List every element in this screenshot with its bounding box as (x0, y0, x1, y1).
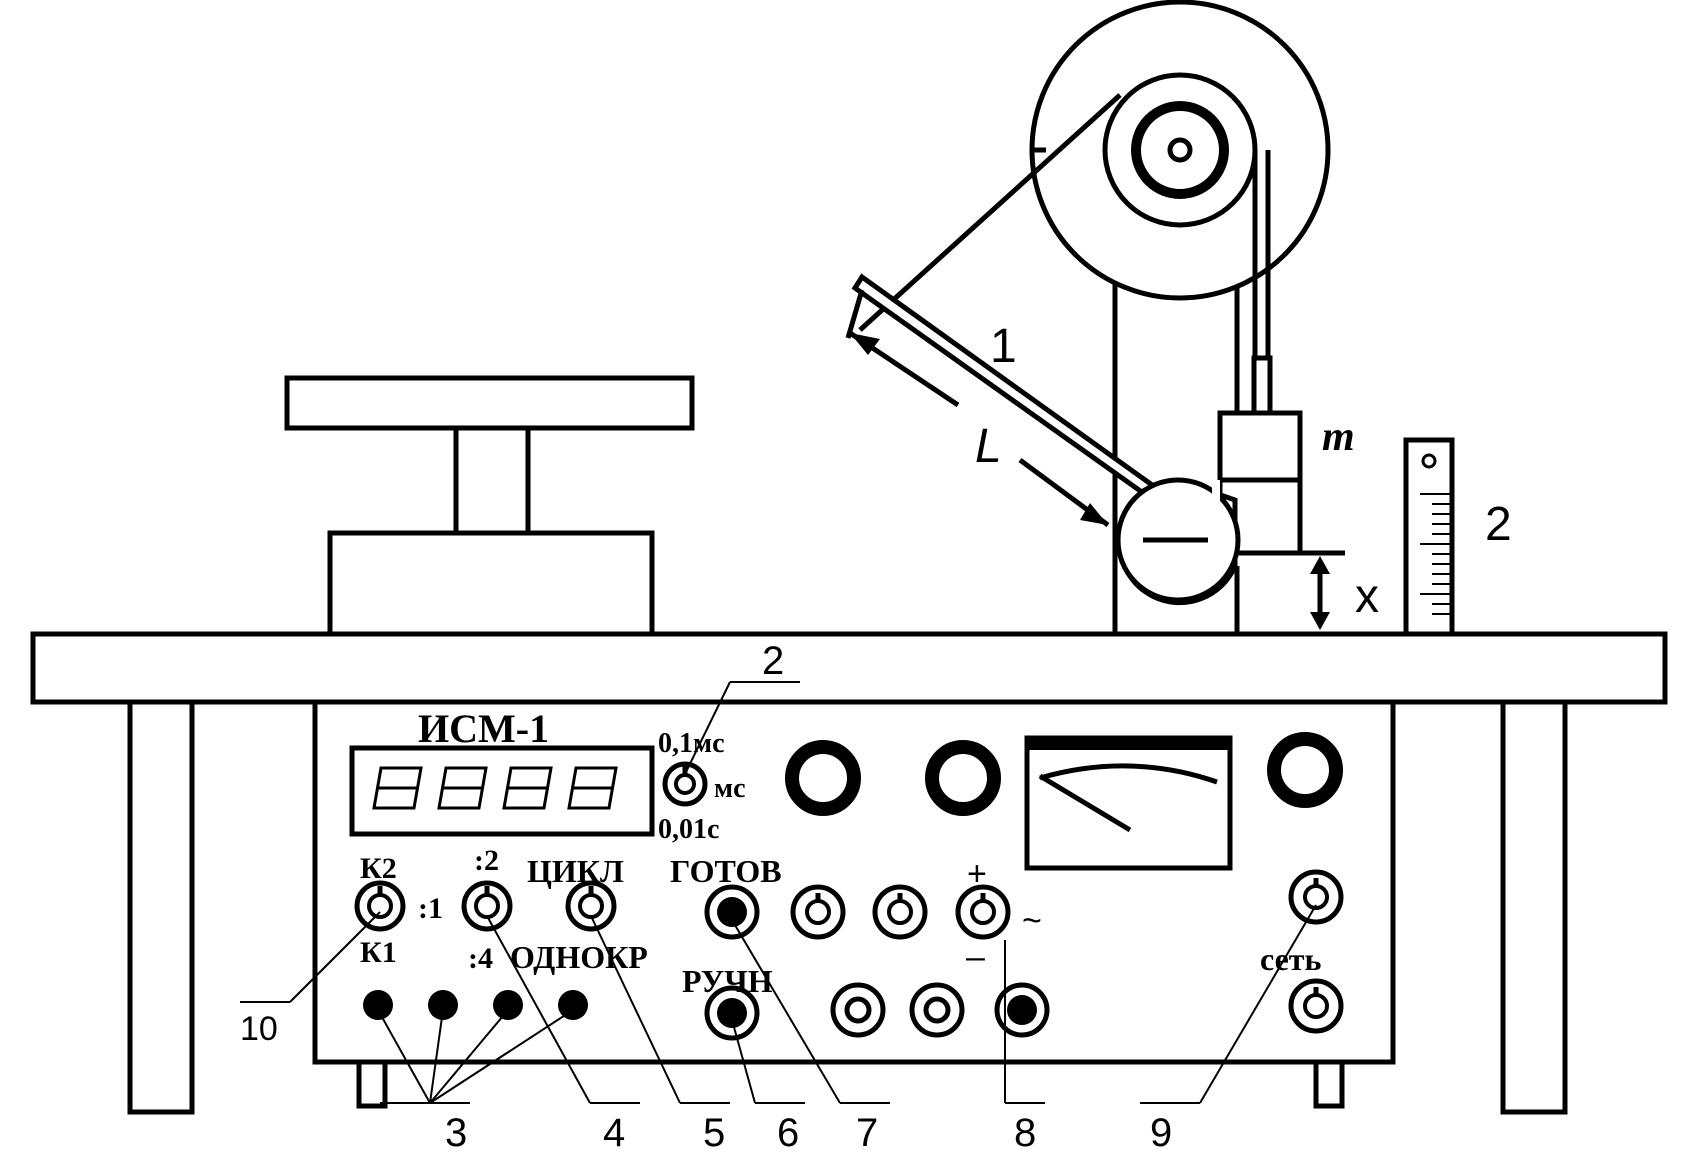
label-ac: ~ (1022, 902, 1042, 940)
label-k2: К2 (360, 852, 397, 885)
switch-mode[interactable] (565, 880, 617, 932)
device-name: ИСМ-1 (418, 706, 549, 751)
label-minus: – (966, 938, 985, 976)
analog-meter (1024, 735, 1233, 871)
input-socket-2[interactable] (428, 990, 458, 1020)
instrument-foot-right (1313, 1059, 1345, 1109)
input-socket-4[interactable] (558, 990, 588, 1020)
label-ruler: 2 (1485, 498, 1512, 551)
stand-plate (284, 375, 695, 431)
ruler (1403, 437, 1455, 637)
callout-10: 10 (240, 1010, 278, 1048)
label-arm: 1 (990, 320, 1017, 373)
switch-k[interactable] (354, 880, 406, 932)
input-socket-1[interactable] (363, 990, 393, 1020)
label-length: L (975, 420, 1002, 473)
knob-3[interactable] (1267, 732, 1343, 808)
callout-2: 2 (762, 639, 784, 683)
label-div2: :2 (474, 844, 499, 877)
callout-6: 6 (777, 1111, 799, 1150)
display-digits (372, 766, 618, 810)
knob-2[interactable] (925, 740, 1001, 816)
label-x: x (1355, 570, 1379, 623)
table-leg-left (127, 699, 195, 1115)
label-k1: К1 (360, 936, 397, 969)
label-single: ОДНОКР (510, 939, 648, 975)
table-top (30, 631, 1668, 705)
stand (284, 375, 695, 637)
callout-4: 4 (603, 1111, 625, 1150)
instrument-panel (312, 699, 1396, 1109)
ruler-ticks (1420, 493, 1452, 615)
unit-01ms: 0,1мс (658, 728, 725, 759)
callout-7: 7 (856, 1111, 878, 1150)
stand-base (327, 530, 655, 637)
unit-ms: мс (714, 773, 746, 804)
table-leg-right (1500, 699, 1568, 1115)
label-div1: :1 (418, 892, 443, 925)
table (30, 631, 1668, 1115)
label-plus: + (967, 855, 987, 893)
callout-3: 3 (445, 1111, 467, 1150)
label-ready: ГОТОВ (670, 853, 782, 889)
label-mass: m (1322, 414, 1355, 460)
label-manual: РУЧН (682, 963, 773, 999)
instrument-foot-left (356, 1059, 388, 1109)
axle (1167, 137, 1193, 163)
label-div4: :4 (468, 942, 493, 975)
callout-leaders (240, 681, 1317, 1104)
callout-8: 8 (1014, 1111, 1036, 1150)
knob-1[interactable] (785, 740, 861, 816)
meter-needle (1038, 773, 1132, 833)
stand-post (453, 425, 531, 536)
input-socket-3[interactable] (493, 990, 523, 1020)
digital-display (349, 745, 655, 837)
callout-9: 9 (1150, 1111, 1172, 1150)
pendulum-arm (851, 273, 1170, 509)
label-cycle: ЦИКЛ (527, 853, 624, 889)
switch-divider[interactable] (461, 880, 513, 932)
unit-001s: 0,01с (658, 814, 719, 845)
callout-5: 5 (703, 1111, 725, 1150)
pendulum-apparatus (845, 0, 1455, 637)
